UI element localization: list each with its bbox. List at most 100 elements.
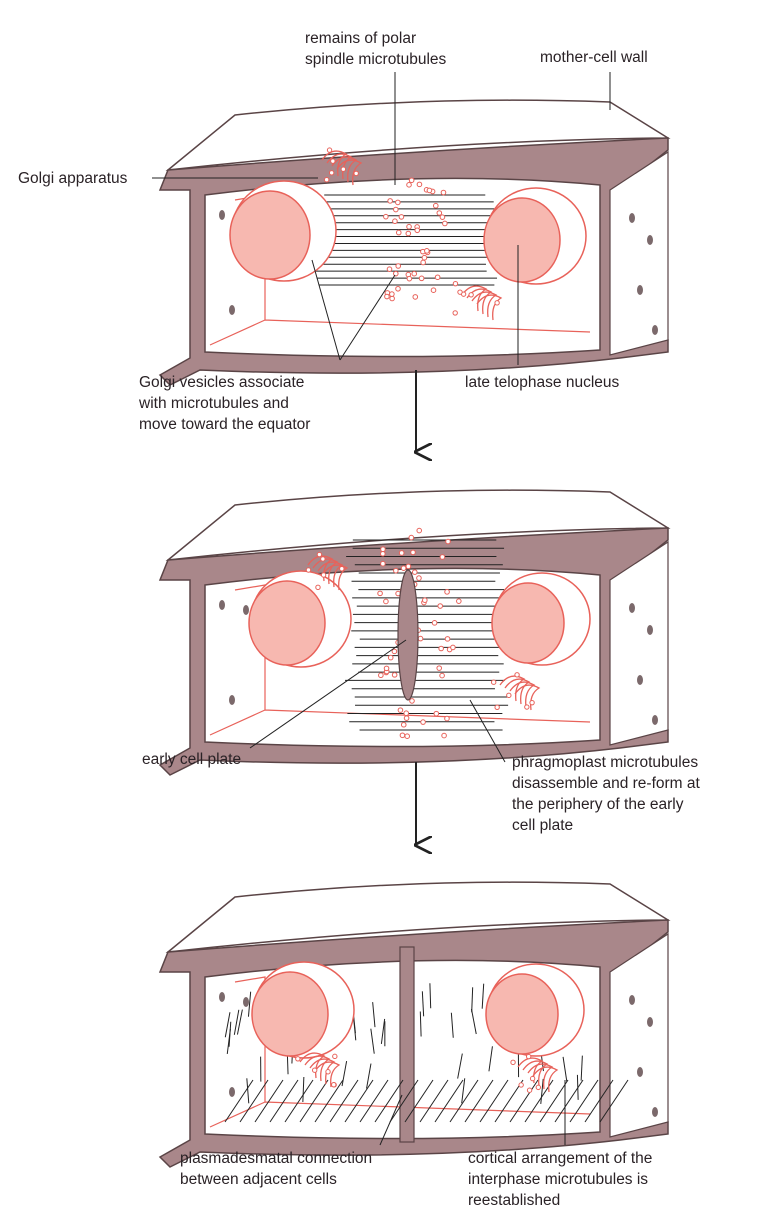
golgi-vesicle	[387, 654, 394, 661]
wall-pit	[229, 305, 235, 315]
golgi-vesicle	[383, 665, 390, 672]
golgi-vesicle	[395, 199, 401, 206]
golgi-vesicle	[416, 527, 423, 534]
floor-microtubule	[329, 1079, 359, 1123]
golgi-vesicle	[411, 569, 418, 575]
nucleus-left	[248, 580, 326, 666]
cortical-microtubule	[580, 1055, 583, 1081]
golgi-vesicle	[436, 210, 443, 216]
cortical-microtubule	[457, 1053, 463, 1079]
cortical-microtubule	[341, 1061, 348, 1087]
wall-pit	[637, 1067, 643, 1077]
golgi-vesicle	[395, 285, 401, 292]
wall-pit	[243, 997, 249, 1007]
golgi-vesicle	[412, 294, 419, 300]
leader-line	[379, 1094, 403, 1146]
golgi-right-vesicle	[518, 1082, 524, 1088]
golgi-vesicle	[439, 672, 445, 679]
cortical-microtubule	[540, 1078, 544, 1104]
golgi-lower-vesicle	[529, 699, 535, 706]
wall-pit	[629, 995, 635, 1005]
golgi-left-cisterna	[314, 1061, 341, 1088]
golgi-upper-vesicle	[320, 556, 326, 562]
floor-microtubule	[419, 1079, 449, 1123]
wall-pit	[647, 625, 653, 635]
golgi-upper-vesicle	[328, 170, 335, 176]
golgi-upper-cisterna	[317, 561, 344, 588]
golgi-lower-cisterna	[466, 288, 493, 315]
golgi-upper-vesicle	[339, 566, 345, 572]
golgi-vesicle	[386, 266, 393, 272]
wall-pit	[647, 235, 653, 245]
golgi-vesicle	[431, 620, 438, 626]
golgi-vesicle	[405, 563, 412, 570]
golgi-vesicle	[395, 229, 402, 236]
golgi-vesicle	[408, 534, 415, 541]
golgi-vesicle	[414, 227, 421, 234]
golgi-right-vesicle	[535, 1084, 542, 1091]
golgi-left-vesicle	[325, 1069, 331, 1075]
cortical-microtubule	[370, 1028, 375, 1054]
golgi-left-vesicle	[295, 1056, 301, 1062]
golgi-vesicle	[424, 248, 430, 254]
floor-microtubule	[449, 1079, 479, 1123]
floor-microtubule	[554, 1079, 584, 1123]
golgi-vesicle	[403, 715, 410, 721]
label-cortical: cortical arrangement of the interphase m…	[468, 1150, 653, 1209]
golgi-lower-cisterna	[471, 291, 498, 318]
cortical-microtubule	[429, 983, 432, 1009]
label-plasmodesmatal: plasmadesmatal connection between adjace…	[180, 1150, 373, 1188]
golgi-vesicle	[442, 220, 448, 227]
golgi-upper-cisterna	[331, 156, 358, 183]
golgi-vesicle	[400, 565, 407, 571]
golgi-lower-vesicle	[506, 692, 512, 699]
golgi-vesicle	[437, 603, 444, 609]
golgi-vesicle	[444, 589, 450, 595]
golgi-right-cisterna	[527, 1063, 554, 1090]
label-late-telophase-nucleus: late telophase nucleus	[465, 374, 620, 391]
wall-pit	[629, 213, 635, 223]
golgi-upper-cisterna	[322, 564, 349, 591]
floor-microtubule	[314, 1079, 344, 1123]
floor-microtubule	[464, 1079, 494, 1123]
wall-side-face	[609, 932, 669, 1138]
golgi-vesicle	[444, 715, 450, 722]
golgi-vesicle	[410, 549, 416, 556]
golgi-lower-vesicle	[468, 292, 474, 298]
floor-microtubule	[539, 1079, 569, 1123]
wall-pit	[637, 675, 643, 685]
nucleus-right	[483, 197, 561, 283]
cortical-microtubule	[562, 1056, 568, 1082]
golgi-vesicle	[440, 189, 447, 196]
golgi-vesicle	[445, 538, 451, 545]
cortical-microtubule	[226, 1028, 231, 1055]
golgi-lower-vesicle	[452, 280, 459, 287]
wall-pit	[637, 285, 643, 295]
golgi-lower-cisterna	[509, 681, 536, 708]
golgi-vesicle	[391, 672, 398, 678]
wall-pit	[243, 605, 249, 615]
cortical-microtubule	[372, 1002, 376, 1028]
cortical-microtubule	[247, 991, 252, 1017]
golgi-vesicle	[391, 648, 398, 655]
golgi-right-vesicle	[526, 1087, 533, 1093]
cortical-microtubule	[481, 983, 485, 1009]
golgi-upper-vesicle	[305, 567, 312, 573]
golgi-vesicle	[426, 187, 433, 194]
stage-3-panel	[158, 881, 671, 1168]
golgi-lower-cisterna	[476, 294, 503, 321]
floor-microtubule	[509, 1079, 539, 1123]
golgi-vesicle	[411, 270, 418, 277]
golgi-upper-cisterna	[312, 558, 339, 585]
floor-microtubule	[299, 1079, 329, 1123]
golgi-vesicle	[380, 546, 386, 553]
golgi-vesicle	[439, 214, 446, 220]
cortical-microtubule	[488, 1046, 493, 1072]
golgi-vesicle	[395, 263, 402, 269]
floor-microtubule	[434, 1079, 464, 1123]
golgi-lower-vesicle	[524, 704, 530, 710]
label-mother-cell-wall: mother-cell wall	[540, 49, 648, 66]
floor-microtubule	[569, 1079, 599, 1123]
golgi-vesicle	[421, 254, 428, 261]
